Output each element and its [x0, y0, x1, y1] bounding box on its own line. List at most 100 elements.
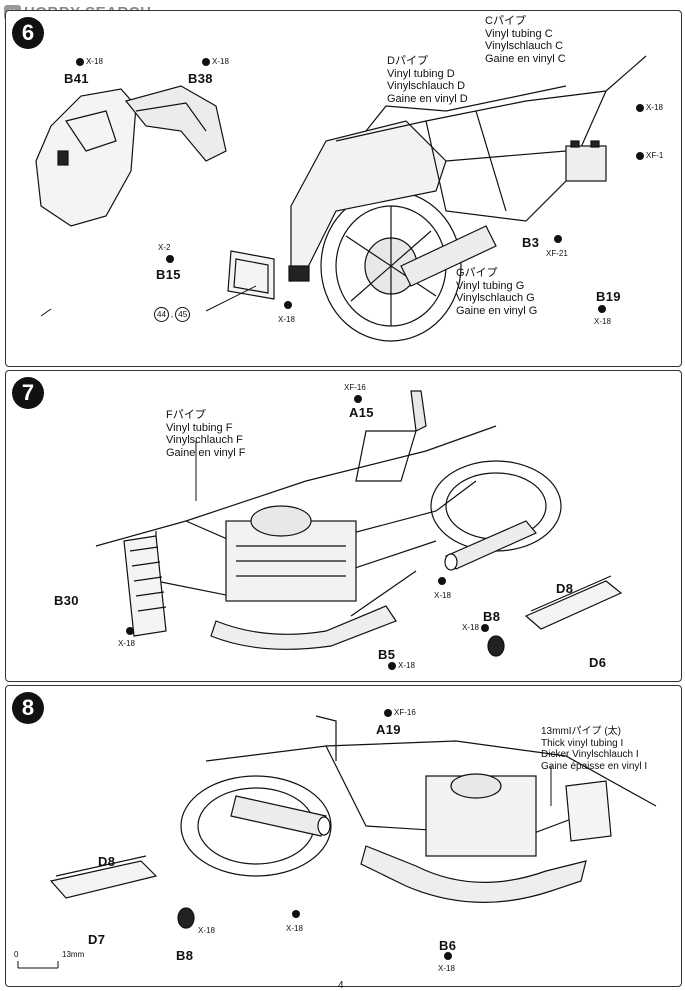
screw-marker	[598, 305, 606, 313]
part-label: B8	[483, 609, 501, 624]
tubing-line: Gaine épaisse en vinyl I	[541, 760, 648, 772]
decal-number: 45	[175, 307, 191, 322]
screw-icon	[636, 103, 644, 112]
screw-icon	[388, 661, 396, 670]
screw-code: X-18	[118, 639, 135, 648]
part-label: B8	[176, 948, 194, 963]
screw-icon	[444, 952, 452, 960]
screw-icon	[636, 151, 644, 160]
part-label: A15	[349, 405, 374, 420]
tubing-line: Gaine en vinyl C	[485, 52, 566, 65]
screw-marker: X-18	[434, 591, 451, 600]
screw-icon	[76, 57, 84, 66]
tubing-line: Vinyl tubing D	[387, 67, 455, 80]
tubing-line: Dicker Vinylschlauch I	[541, 749, 639, 760]
part-label: B30	[54, 593, 79, 608]
tubing-line: Vinyl tubing C	[485, 27, 553, 40]
screw-code: X-18	[286, 924, 303, 933]
vinyl-tubing-f-label: Fパイプ Vinyl tubing F Vinylschlauch F Gain…	[166, 409, 245, 460]
screw-icon	[598, 305, 606, 313]
screw-code: X-18	[462, 623, 479, 632]
screw-icon	[554, 235, 562, 243]
screw-marker	[354, 395, 362, 403]
part-label: B15	[156, 267, 181, 282]
screw-marker: XF-21	[546, 249, 568, 258]
screw-code: X-18	[86, 57, 103, 66]
screw-marker: X-18	[76, 57, 103, 66]
vinyl-tubing-c-label: Cパイプ Vinyl tubing C Vinylschlauch C Gain…	[485, 15, 566, 66]
part-label: B5	[378, 647, 396, 662]
tubing-title: Gパイプ	[456, 267, 498, 279]
tubing-line: Vinylschlauch G	[456, 292, 535, 305]
part-label: D8	[98, 854, 116, 869]
screw-marker	[166, 255, 174, 263]
step-number: 7	[12, 377, 44, 409]
screw-marker: X-18	[198, 926, 215, 935]
decal-number: 44	[154, 307, 169, 322]
screw-icon	[284, 301, 292, 309]
scale-end-label: 13mm	[62, 950, 85, 959]
tubing-line: Thick vinyl tubing I	[541, 737, 624, 749]
screw-code: X-18	[646, 103, 663, 112]
step-8-panel: 8	[5, 685, 682, 987]
step-6-illustration	[35, 55, 647, 342]
screw-marker: X-18	[286, 924, 303, 933]
tubing-line: Gaine en vinyl F	[166, 446, 246, 459]
screw-marker: X-18	[118, 639, 135, 648]
part-label: D8	[556, 581, 574, 596]
vinyl-tubing-g-label: Gパイプ Vinyl tubing G Vinylschlauch G Gain…	[456, 267, 537, 318]
step-number: 8	[12, 692, 44, 724]
step-7-panel: 7	[5, 370, 682, 682]
screw-icon	[480, 623, 489, 632]
screw-marker: X-18	[636, 103, 663, 112]
step-6-panel: 6	[5, 10, 682, 367]
screw-code: X-18	[398, 661, 415, 670]
tubing-line: Gaine en vinyl G	[456, 304, 538, 317]
step-8-illustration	[17, 715, 657, 969]
tubing-line: Vinylschlauch F	[166, 434, 243, 447]
screw-marker	[444, 952, 452, 960]
tubing-line: Vinylschlauch C	[485, 40, 564, 53]
screw-code: X-2	[158, 243, 171, 252]
part-label: A19	[376, 722, 401, 737]
screw-icon	[384, 708, 392, 717]
screw-code: X-18	[198, 926, 215, 935]
screw-icon	[126, 627, 134, 635]
part-label: B3	[522, 235, 540, 250]
vinyl-tubing-i-label: 13mmIパイプ (太) Thick vinyl tubing I Dicker…	[541, 726, 647, 772]
screw-marker: XF-16	[344, 383, 366, 392]
decal-number-marker: 44,45	[154, 307, 191, 322]
screw-marker: X-18	[278, 315, 295, 324]
tubing-title: 13mmIパイプ (太)	[541, 726, 621, 737]
part-label: D7	[88, 932, 106, 947]
tubing-line: Gaine en vinyl D	[387, 92, 468, 105]
part-label: B19	[596, 289, 621, 304]
tubing-title: Dパイプ	[387, 55, 428, 67]
tubing-title: Cパイプ	[485, 15, 526, 27]
screw-icon	[292, 910, 300, 918]
page-number: 4	[338, 980, 344, 991]
screw-icon	[166, 255, 174, 263]
tubing-line: Vinyl tubing G	[456, 279, 525, 292]
screw-marker	[292, 910, 300, 918]
vinyl-tubing-d-label: Dパイプ Vinyl tubing D Vinylschlauch D Gain…	[387, 55, 468, 106]
screw-code: XF-21	[546, 249, 568, 258]
screw-marker: X-18	[202, 57, 229, 66]
screw-marker: X-18	[438, 964, 455, 973]
screw-marker	[438, 577, 446, 585]
step-number: 6	[12, 17, 44, 49]
part-label: B6	[439, 938, 457, 953]
screw-marker: X-18	[594, 317, 611, 326]
part-label: B41	[64, 71, 89, 86]
screw-marker: XF-16	[384, 708, 416, 717]
screw-code: X-18	[594, 317, 611, 326]
part-label: B38	[188, 71, 213, 86]
tubing-line: Vinyl tubing F	[166, 421, 233, 434]
screw-marker: X-18	[462, 623, 489, 632]
screw-marker: X-18	[388, 661, 415, 670]
screw-code: X-18	[434, 591, 451, 600]
screw-icon	[438, 577, 446, 585]
screw-marker	[554, 235, 562, 243]
part-label: D6	[589, 655, 607, 670]
screw-code: X-18	[212, 57, 229, 66]
